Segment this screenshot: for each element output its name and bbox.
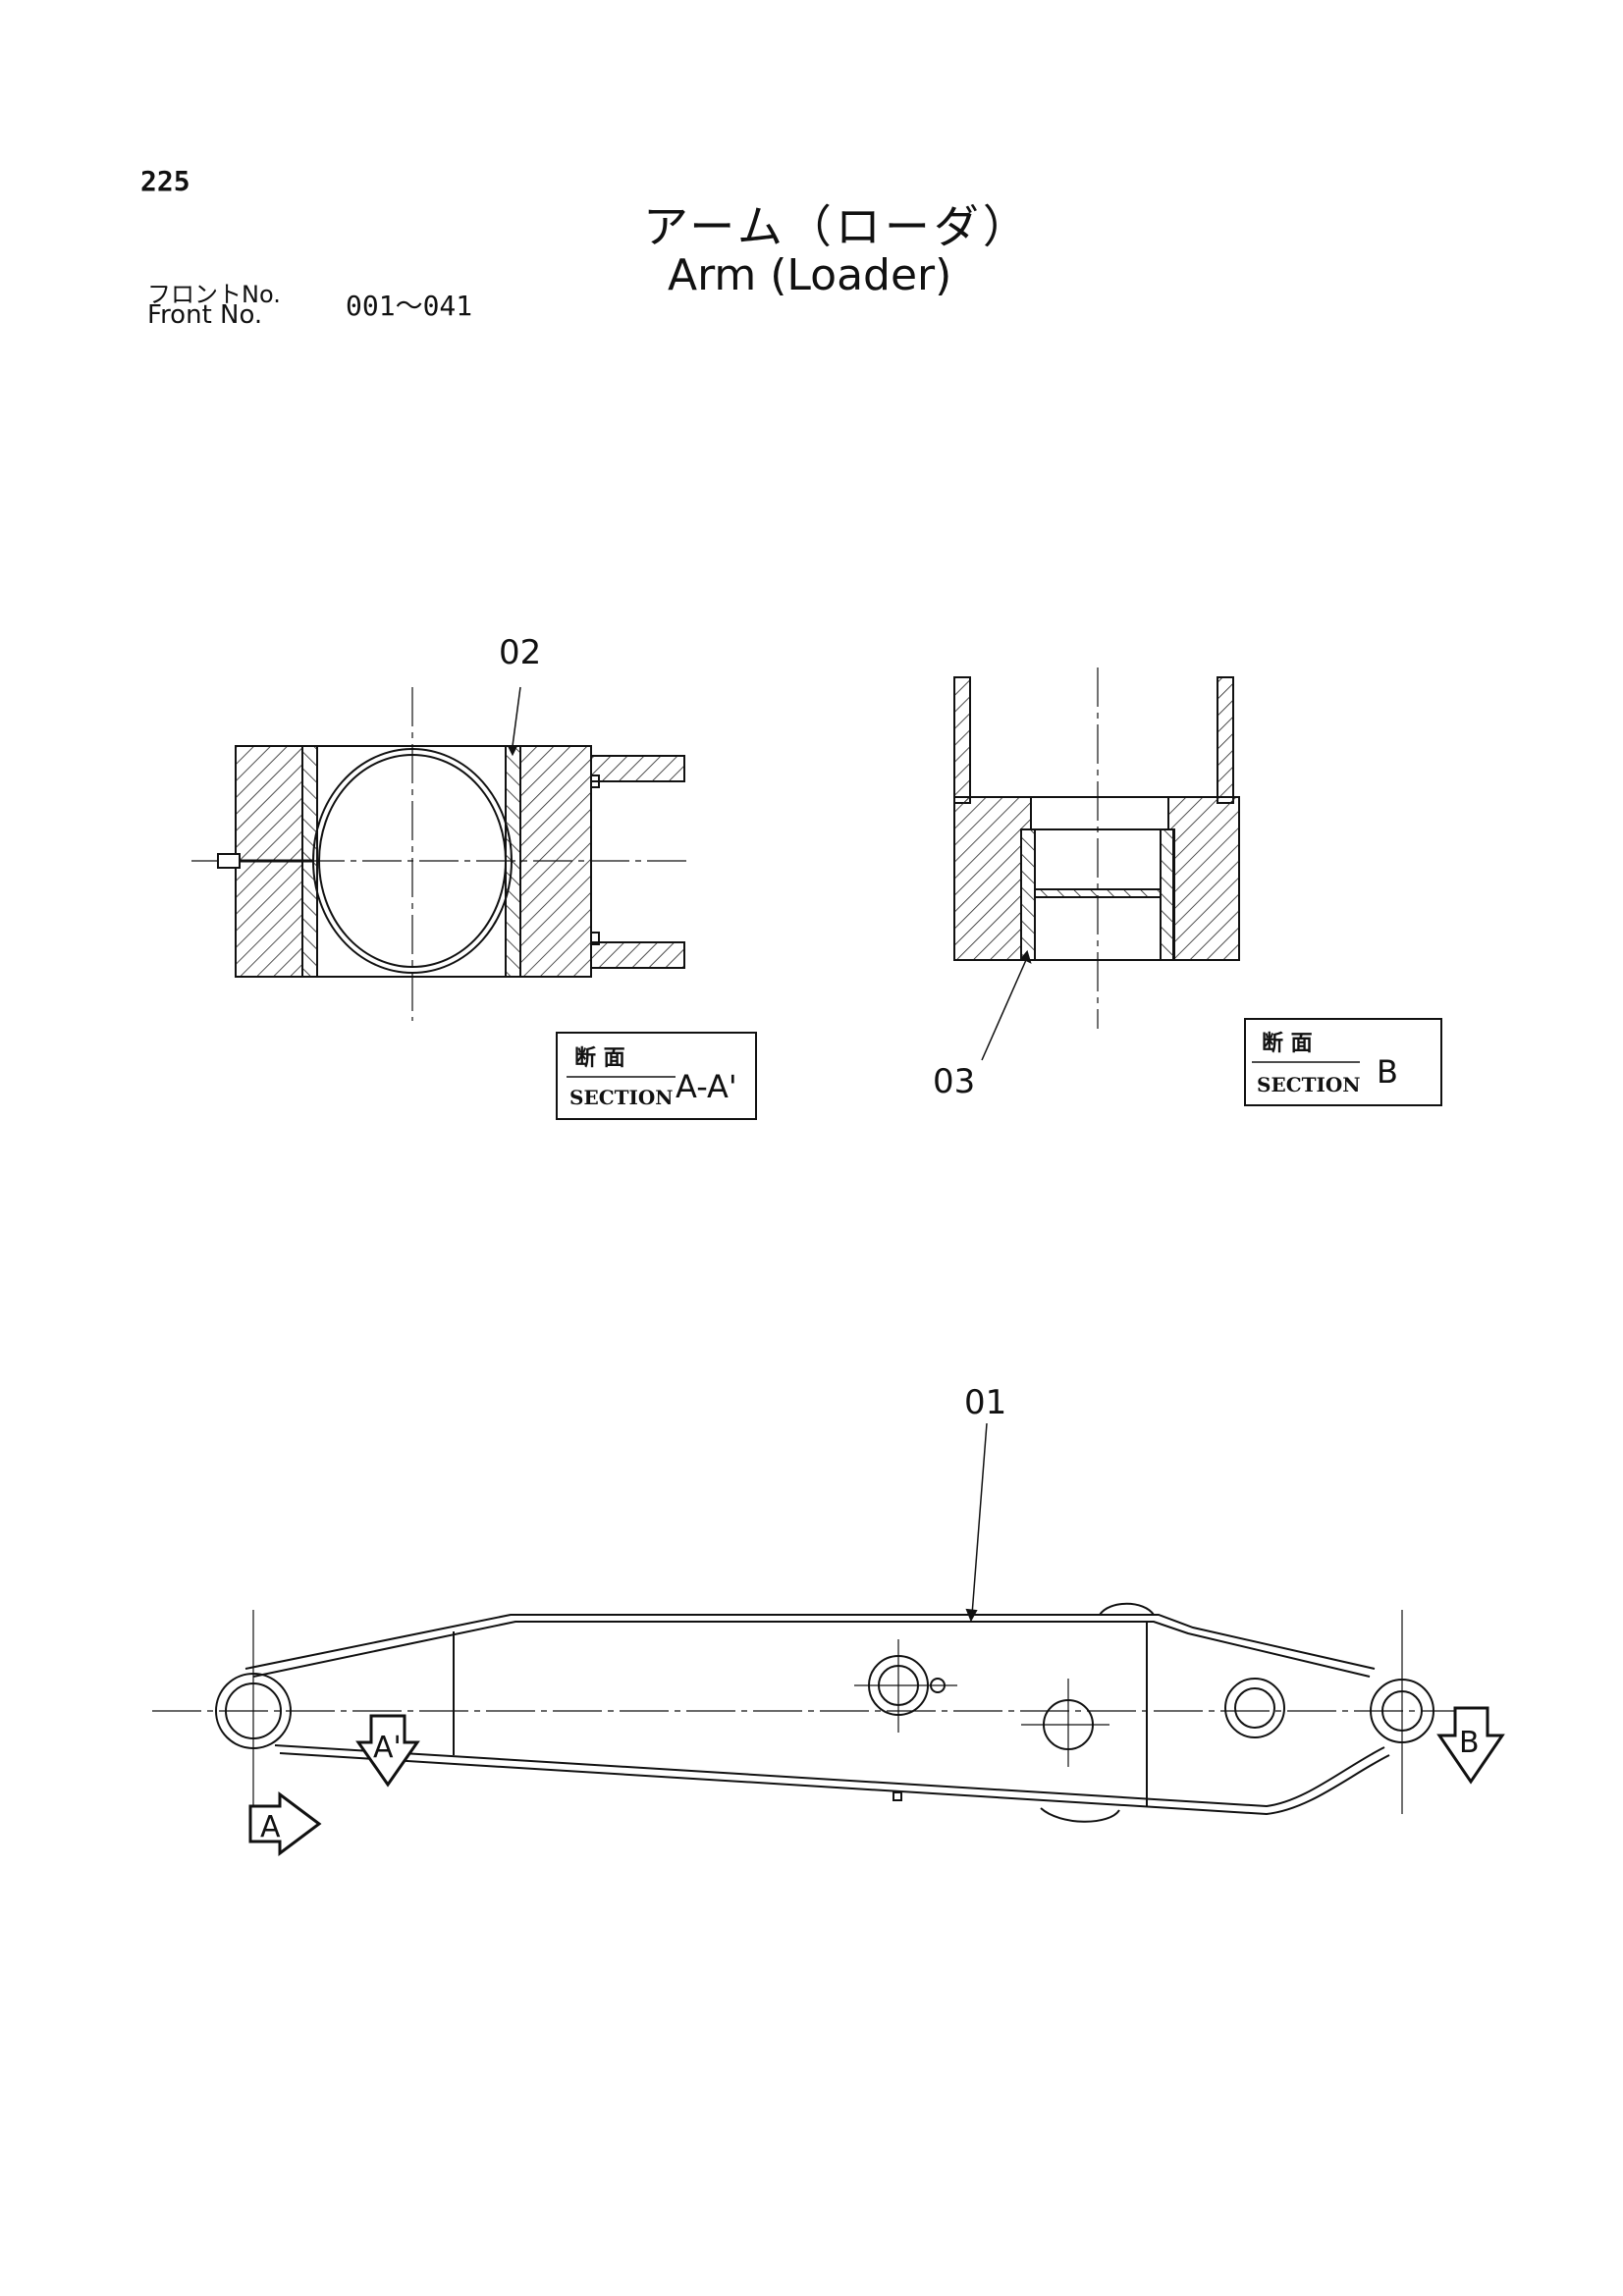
svg-text:SECTION: SECTION: [1257, 1073, 1361, 1096]
svg-text:SECTION: SECTION: [569, 1086, 674, 1109]
view-arrow-a: A: [248, 1791, 322, 1856]
svg-text:B: B: [1459, 1726, 1480, 1760]
view-arrow-b: B: [1436, 1706, 1505, 1785]
svg-text:A: A: [260, 1810, 281, 1844]
svg-text:断 面: 断 面: [574, 1045, 625, 1071]
title-japanese: アーム（ローダ）: [643, 200, 1032, 253]
view-arrow-a-prime: A': [355, 1714, 420, 1788]
front-number-label-en: Front No.: [147, 300, 263, 330]
section-label-b: 断 面 SECTION B: [1244, 1018, 1442, 1106]
svg-text:B: B: [1377, 1053, 1398, 1091]
svg-text:断 面: 断 面: [1262, 1031, 1313, 1056]
svg-text:A': A': [373, 1731, 402, 1765]
section-label-aa: 断 面 SECTION A-A': [556, 1032, 757, 1120]
section-b-view: [953, 667, 1240, 1061]
section-aa-view: [191, 686, 692, 1021]
part-label-01: 01: [964, 1383, 1006, 1422]
front-number-range: 001～041: [346, 290, 473, 322]
part-label-03: 03: [933, 1062, 975, 1101]
svg-text:A-A': A-A': [676, 1068, 737, 1105]
arm-side-view: [152, 1422, 1473, 1823]
title-english: Arm (Loader): [668, 250, 952, 300]
part-label-02: 02: [499, 633, 541, 672]
front-number-label-jp: フロントNo.: [147, 281, 281, 308]
page-number: 225: [140, 165, 190, 197]
